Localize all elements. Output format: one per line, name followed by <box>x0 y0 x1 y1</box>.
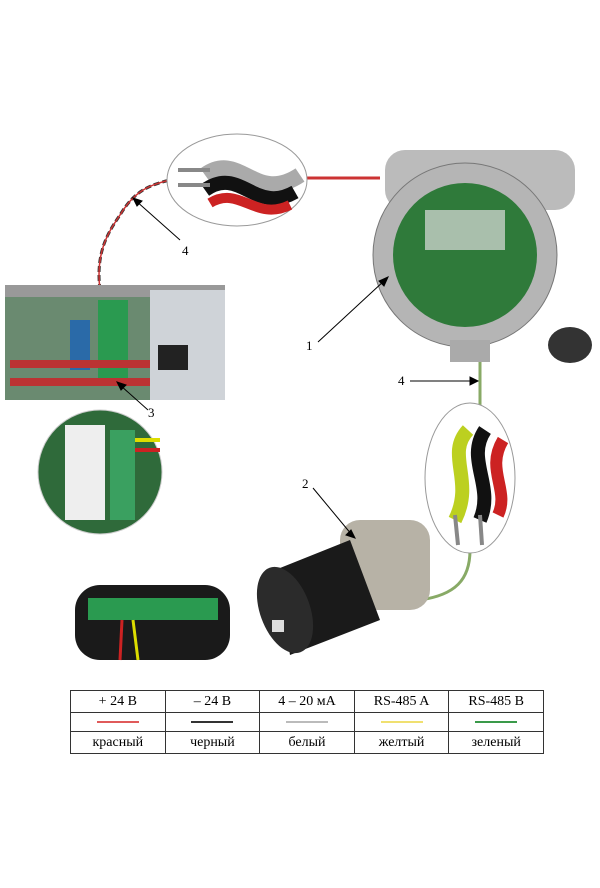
signal-label: RS-485 A <box>353 690 450 713</box>
gas-sensor <box>256 520 430 655</box>
color-swatch <box>191 720 234 723</box>
callout-4-right: 4 <box>398 373 405 388</box>
signal-label: – 24 В <box>164 690 261 713</box>
cable-cross-section-right <box>424 402 516 554</box>
callout-3: 3 <box>148 405 155 420</box>
terminal-inset <box>37 409 163 535</box>
callout-4-top: 4 <box>182 243 189 258</box>
signal-label: RS-485 B <box>448 690 544 713</box>
signal-label: + 24 В <box>70 690 166 713</box>
callout-1: 1 <box>306 338 313 353</box>
callout-arrows <box>116 197 480 539</box>
cable-cross-section-top <box>166 133 308 227</box>
color-name: белый <box>259 731 355 754</box>
color-name: желтый <box>353 731 450 754</box>
gas-detector-enclosure <box>372 150 592 363</box>
color-swatch <box>285 720 328 723</box>
terminal-block-inset <box>75 585 230 661</box>
callout-2: 2 <box>302 476 309 491</box>
wire-color-legend: + 24 В – 24 В 4 – 20 мА RS-485 A RS-485 … <box>70 690 544 754</box>
color-swatch <box>380 720 423 723</box>
color-name: красный <box>70 731 166 754</box>
color-name: черный <box>164 731 261 754</box>
color-name: зеленый <box>448 731 544 754</box>
color-swatch <box>96 720 139 723</box>
color-swatch <box>475 720 518 723</box>
signal-label: 4 – 20 мА <box>259 690 355 713</box>
controller-board <box>5 285 225 400</box>
